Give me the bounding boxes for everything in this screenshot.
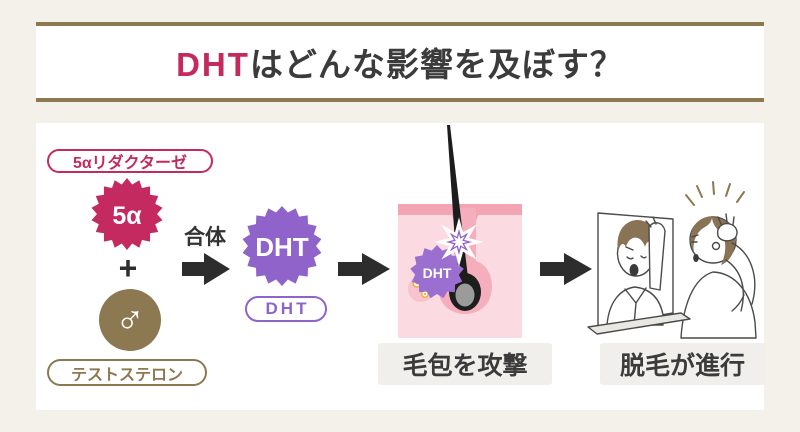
testosterone-circle: ♂ [99, 289, 161, 351]
attack-blob-label: DHT [423, 265, 452, 281]
to-result-arrow-icon [540, 253, 592, 285]
testosterone-pill: テストステロン [47, 359, 207, 386]
combine-arrow-icon [182, 253, 230, 285]
dht-pill: DHT [245, 296, 327, 322]
caption-attack: 毛包を攻撃 [378, 343, 552, 385]
mirror-reflection-man [606, 216, 666, 326]
mirror-illustration [587, 181, 757, 339]
title-rest: はどんな影響を及ぼす？ [249, 46, 624, 83]
hair-papilla [455, 283, 475, 307]
male-symbol-icon: ♂ [115, 297, 145, 341]
sebum-dot-core [423, 292, 427, 296]
follicle-illustration: DHT [398, 125, 522, 338]
combine-label: 合体 [184, 226, 226, 249]
title-dht-highlight: DHT [176, 46, 250, 83]
page-title: DHTはどんな影響を及ぼす？ [176, 38, 624, 86]
to-follicle-arrow-icon [338, 253, 390, 285]
enzyme-pill: 5αリダクターゼ [47, 149, 213, 173]
impact-star-core-icon [451, 234, 467, 250]
rear-man [680, 213, 757, 339]
enzyme-badge-label: 5α [112, 202, 142, 230]
caption-progress: 脱毛が進行 [600, 343, 765, 385]
enzyme-badge [91, 178, 163, 250]
dht-attack-blob [410, 245, 464, 299]
mirror-shelf [587, 312, 691, 335]
alarm-lines-icon [685, 181, 745, 206]
dht-badge-label: DHT [255, 232, 309, 262]
title-band: DHTはどんな影響を及ぼす？ [36, 22, 764, 102]
plus-sign: + [118, 249, 138, 286]
dht-badge [242, 206, 322, 286]
